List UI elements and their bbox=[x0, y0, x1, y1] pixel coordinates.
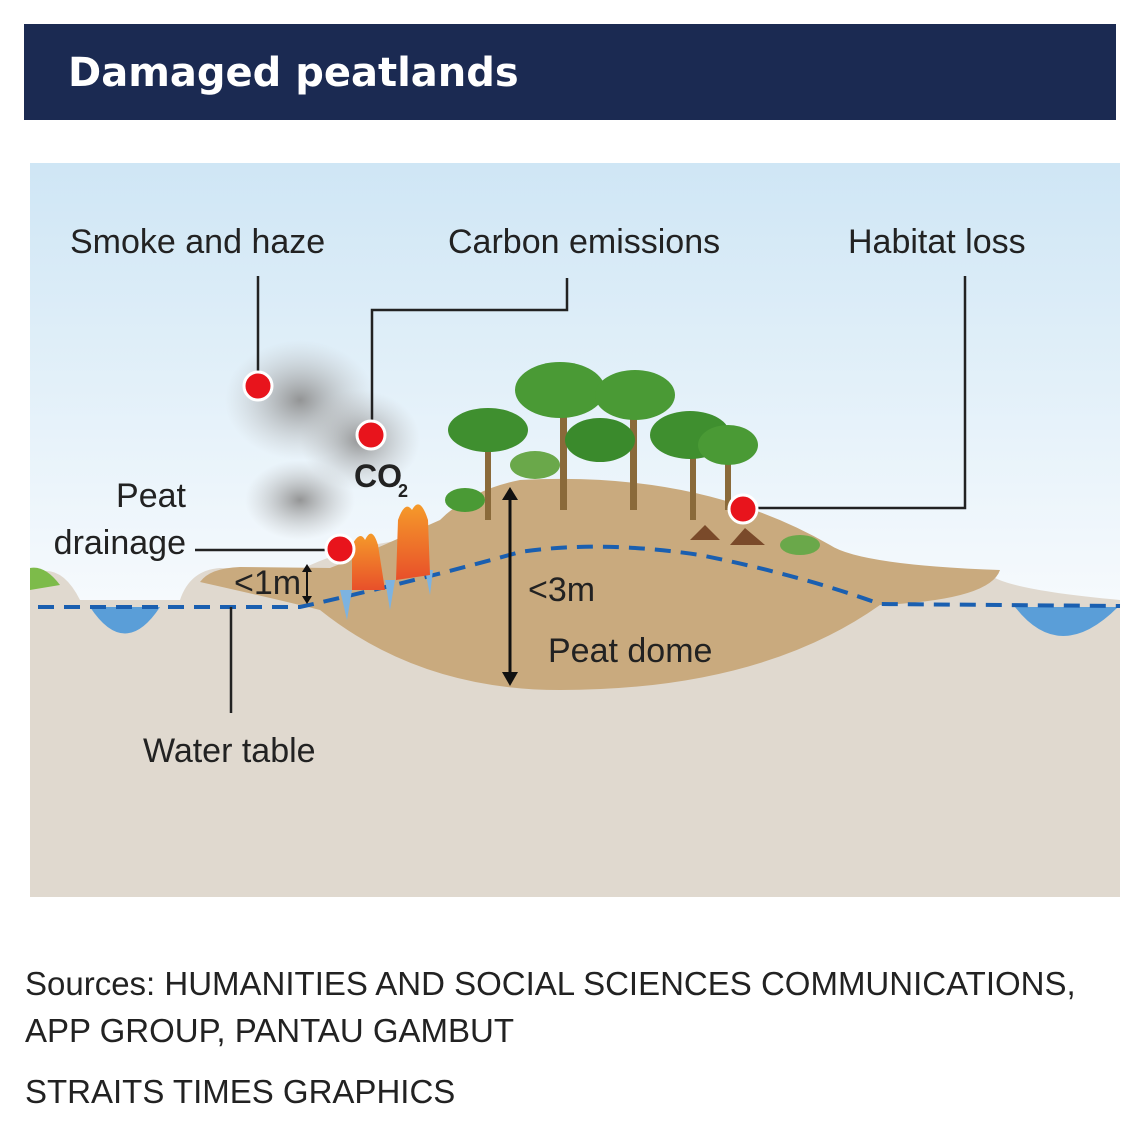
leader-lines bbox=[195, 276, 967, 713]
smoke-cloud bbox=[245, 460, 355, 540]
label-smoke-and-haze: Smoke and haze bbox=[70, 223, 325, 261]
water-pool-right bbox=[1015, 607, 1118, 636]
page-title: Damaged peatlands bbox=[68, 50, 519, 96]
label-co2-subscript: 2 bbox=[398, 481, 408, 501]
label-water-table: Water table bbox=[143, 732, 316, 770]
water-table-line bbox=[38, 544, 1121, 609]
label-depth-small: <1m bbox=[234, 564, 301, 602]
palm-trees bbox=[445, 362, 820, 555]
label-drainage: drainage bbox=[54, 524, 186, 562]
sources-line-1: Sources: HUMANITIES AND SOCIAL SCIENCES … bbox=[25, 965, 1076, 1002]
graphics-credit: STRAITS TIMES GRAPHICS bbox=[25, 1073, 455, 1110]
fire-icon bbox=[352, 533, 385, 590]
label-habitat-loss: Habitat loss bbox=[848, 223, 1026, 261]
water-pool-left bbox=[90, 607, 160, 634]
smoke-marker bbox=[242, 370, 274, 402]
label-peat: Peat bbox=[116, 477, 186, 515]
label-depth-large: <3m bbox=[528, 571, 595, 609]
ground bbox=[30, 536, 1120, 897]
peat-dome bbox=[200, 478, 1000, 690]
label-carbon-emissions: Carbon emissions bbox=[448, 223, 720, 261]
habitat-marker bbox=[727, 493, 759, 525]
label-peat-dome: Peat dome bbox=[548, 632, 712, 670]
header-bar bbox=[24, 24, 1116, 120]
drainage-marker bbox=[324, 533, 356, 565]
depth-arrow-large bbox=[502, 487, 518, 686]
fire-icon bbox=[396, 504, 430, 580]
label-co2: CO bbox=[354, 458, 402, 494]
carbon-marker bbox=[355, 419, 387, 451]
sources-line-2: APP GROUP, PANTAU GAMBUT bbox=[25, 1012, 514, 1049]
grass bbox=[30, 567, 60, 590]
drainage-channels bbox=[340, 570, 433, 620]
depth-arrow-small bbox=[302, 564, 312, 604]
